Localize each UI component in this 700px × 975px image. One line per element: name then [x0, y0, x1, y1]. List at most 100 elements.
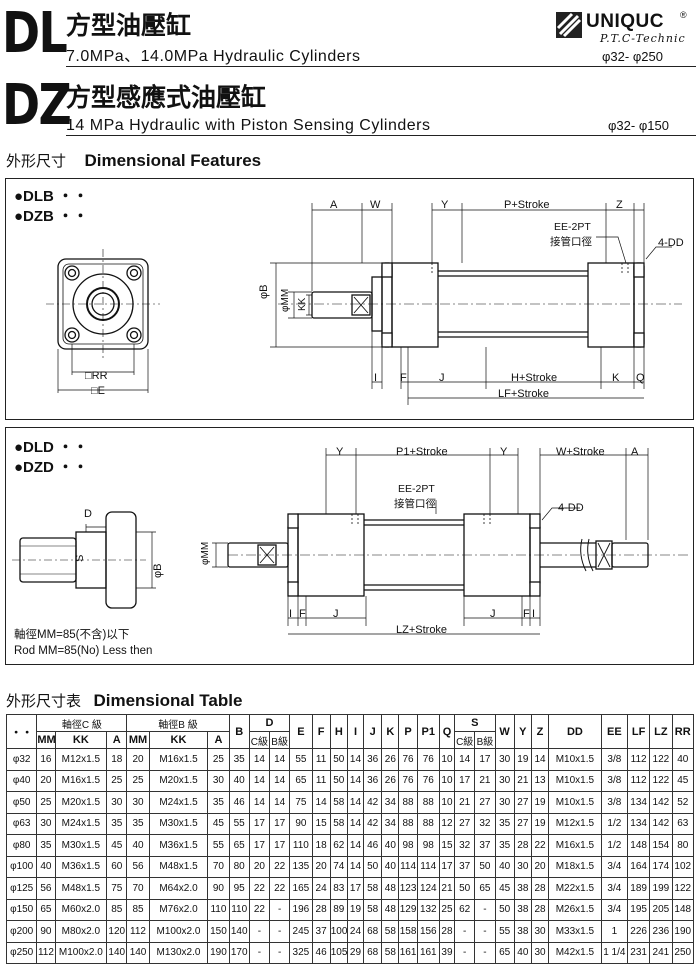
table-cell: 140	[126, 941, 150, 964]
note-en: Rod MM=85(No) Less then	[14, 645, 153, 657]
table-cell: 24	[311, 877, 331, 900]
table-cell: M16x1.5	[548, 834, 602, 857]
table-cell: 48	[381, 877, 400, 900]
table-cell: 42	[363, 791, 383, 814]
table-cell: M20x1.5	[54, 791, 108, 814]
dim-b-rod: φB	[152, 563, 164, 578]
table-cell: 11	[311, 769, 331, 792]
dz-bore-range: φ32- φ150	[608, 118, 669, 133]
bore-cell: φ150	[5, 898, 38, 921]
bore-cell: φ250	[5, 941, 38, 964]
table-cell: 42	[363, 812, 383, 835]
dim-f-2: F	[299, 608, 306, 620]
table-cell: 114	[416, 855, 440, 878]
table-cell: 170	[228, 941, 250, 964]
table-cell: 3/8	[600, 791, 629, 814]
th-f: F	[311, 714, 331, 749]
table-cell: 142	[649, 812, 673, 835]
table-cell: 65	[289, 769, 313, 792]
features-section-title: 外形尺寸 Dimensional Features	[6, 150, 261, 171]
table-cell: 90	[207, 877, 230, 900]
port-ee-cn-2: 接管口徑	[394, 498, 436, 510]
table-cell: 50	[329, 748, 348, 771]
table-cell: 90	[289, 812, 313, 835]
th-w: W	[494, 714, 515, 749]
table-cell: 35	[36, 834, 56, 857]
bore-cell: φ125	[5, 877, 38, 900]
table-cell: 30	[494, 748, 515, 771]
table-cell: 25	[207, 748, 230, 771]
table-cell: 50	[494, 898, 515, 921]
table-cell: 120	[106, 920, 128, 943]
table-cell: M26x1.5	[548, 898, 602, 921]
table-cell: M18x1.5	[548, 855, 602, 878]
table-cell: 30	[126, 791, 150, 814]
table-cell: 75	[289, 791, 313, 814]
th-group-d: D	[248, 714, 291, 732]
table-cell: 17	[454, 769, 476, 792]
table-cell: M36x1.5	[54, 855, 108, 878]
table-cell: 123	[398, 877, 418, 900]
table-cell: 14	[248, 791, 271, 814]
table-cell: 250	[671, 941, 694, 964]
table-cell: 3/8	[600, 769, 629, 792]
th-dd: DD	[548, 714, 602, 749]
th-y: Y	[513, 714, 532, 749]
bore-cell: φ32	[5, 748, 38, 771]
table-cell: 102	[671, 855, 694, 878]
table-cell: 21	[513, 769, 532, 792]
table-cell: 112	[36, 941, 56, 964]
table-cell: 236	[649, 920, 673, 943]
table-title-cn: 外形尺寸表	[6, 693, 82, 710]
table-cell: 110	[207, 898, 230, 921]
table-cell: -	[474, 898, 496, 921]
table-cell: -	[268, 941, 291, 964]
table-section-title: 外形尺寸表 Dimensional Table	[6, 690, 242, 711]
table-cell: M48x1.5	[148, 855, 209, 878]
features-title-en: Dimensional Features	[84, 151, 262, 170]
table-cell: 245	[289, 920, 313, 943]
table-cell: 20	[248, 855, 271, 878]
table-cell: 37	[474, 834, 496, 857]
th-i: I	[346, 714, 365, 749]
table-cell: 46	[363, 834, 383, 857]
table-cell: 35	[126, 812, 150, 835]
table-cell: 199	[649, 877, 673, 900]
table-cell: 50	[363, 855, 383, 878]
table-cell: 35	[494, 812, 515, 835]
series-dzd: ●DZD ・・	[14, 459, 89, 476]
table-cell: 325	[289, 941, 313, 964]
table-cell: 14	[268, 791, 291, 814]
table-cell: 76	[416, 769, 440, 792]
table-cell: 48	[381, 898, 400, 921]
series-dzb: ●DZB ・・	[14, 208, 89, 225]
table-cell: 122	[671, 877, 694, 900]
table-cell: 114	[398, 855, 418, 878]
table-cell: 21	[454, 791, 476, 814]
table-cell: 55	[228, 812, 250, 835]
dim-y-left: Y	[336, 446, 344, 458]
table-cell: 17	[268, 812, 291, 835]
table-cell: 85	[126, 898, 150, 921]
table-cell: 17	[438, 855, 456, 878]
dz-title-cn: 方型感應式油壓缸	[66, 83, 267, 112]
table-cell: 13	[530, 769, 550, 792]
table-cell: 62	[329, 834, 348, 857]
note-cn: 軸徑MM=85(不含)以下	[14, 629, 130, 641]
table-cell: 52	[671, 791, 694, 814]
th-rr: RR	[671, 714, 694, 749]
header-rule-1	[66, 66, 696, 67]
dim-y: Y	[441, 199, 449, 211]
table-cell: 55	[207, 834, 230, 857]
dim-f-3: F	[523, 608, 530, 620]
th-b-a: A	[207, 731, 230, 749]
table-cell: 50	[329, 769, 348, 792]
table-cell: 110	[289, 834, 313, 857]
series-code-dl: DL	[2, 1, 68, 66]
dl-bore-range: φ32- φ250	[602, 49, 663, 64]
table-cell: 165	[289, 877, 313, 900]
table-cell: 14	[346, 769, 365, 792]
table-cell: 14	[454, 748, 476, 771]
table-cell: 27	[474, 791, 496, 814]
